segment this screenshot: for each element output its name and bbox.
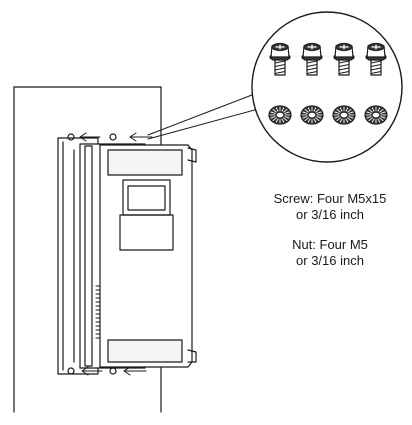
nut-caption: Nut: Four M5 or 3/16 inch <box>260 237 400 269</box>
screw-caption: Screw: Four M5x15 or 3/16 inch <box>260 191 400 223</box>
screw-icon <box>269 42 291 76</box>
bottom-mounting-arrows <box>67 366 147 376</box>
nut-icon <box>300 105 324 125</box>
top-mounting-arrows <box>67 132 153 142</box>
screw-icon <box>301 42 323 76</box>
front-cover <box>99 144 197 368</box>
nut-icon <box>364 105 388 125</box>
keypad-window <box>119 179 174 251</box>
nut-group <box>268 105 388 125</box>
screw-caption-line1: Screw: Four M5x15 <box>273 191 387 206</box>
screw-group <box>269 42 387 76</box>
screw-icon <box>365 42 387 76</box>
nut-icon <box>268 105 292 125</box>
nut-caption-line1: Nut: Four M5 <box>292 237 368 252</box>
detail-circle <box>251 11 403 163</box>
nut-caption-line2: or 3/16 inch <box>296 253 364 268</box>
callout-lines <box>147 87 271 140</box>
screw-icon <box>333 42 355 76</box>
screw-caption-line2: or 3/16 inch <box>296 207 364 222</box>
nut-icon <box>332 105 356 125</box>
